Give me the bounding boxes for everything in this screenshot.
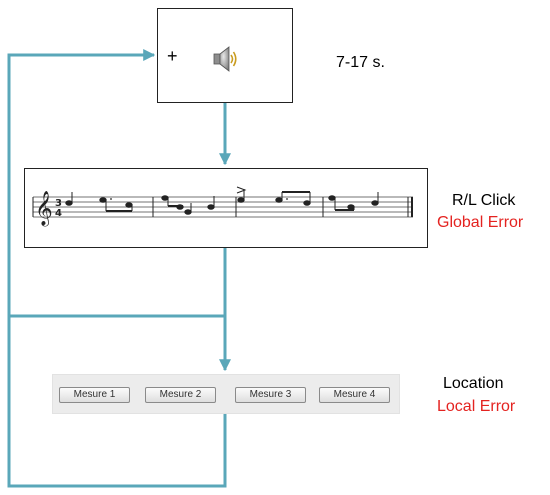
note-head [161, 195, 169, 201]
global-error-label: Global Error [437, 214, 524, 231]
measure-button-bar: Mesure 1 Mesure 2 Mesure 3 Mesure 4 [52, 374, 400, 414]
note-head [328, 195, 336, 201]
time-sig-top: 3 [55, 198, 62, 209]
note-head [99, 197, 107, 203]
treble-clef-icon: 𝄞 [35, 191, 53, 227]
note-head [347, 204, 355, 210]
speaker-icon [213, 46, 237, 72]
note-head [371, 200, 379, 206]
music-staff: 𝄞 3 4 [32, 186, 413, 227]
local-error-label: Local Error [437, 398, 516, 415]
note-head [207, 204, 215, 210]
loop-buttons-back [7, 316, 227, 488]
click-label: R/L Click [452, 192, 516, 209]
score-box: 𝄞 3 4 [24, 168, 428, 248]
mesure-1-button[interactable]: Mesure 1 [59, 387, 130, 403]
note-head [184, 209, 192, 215]
mesure-3-button[interactable]: Mesure 3 [235, 387, 306, 403]
note-head [65, 200, 73, 206]
note-head [303, 200, 311, 206]
time-sig-bottom: 4 [55, 208, 62, 219]
fixation-cross: + [167, 46, 178, 66]
mesure-4-button[interactable]: Mesure 4 [319, 387, 390, 403]
timing-label: 7-17 s. [336, 54, 385, 71]
accent-mark [236, 186, 247, 194]
mesure-2-button[interactable]: Mesure 2 [145, 387, 216, 403]
stimulus-box: + [157, 8, 293, 103]
location-label: Location [443, 375, 504, 392]
note-head [125, 202, 133, 208]
note-head [237, 197, 245, 203]
note-head [275, 197, 283, 203]
